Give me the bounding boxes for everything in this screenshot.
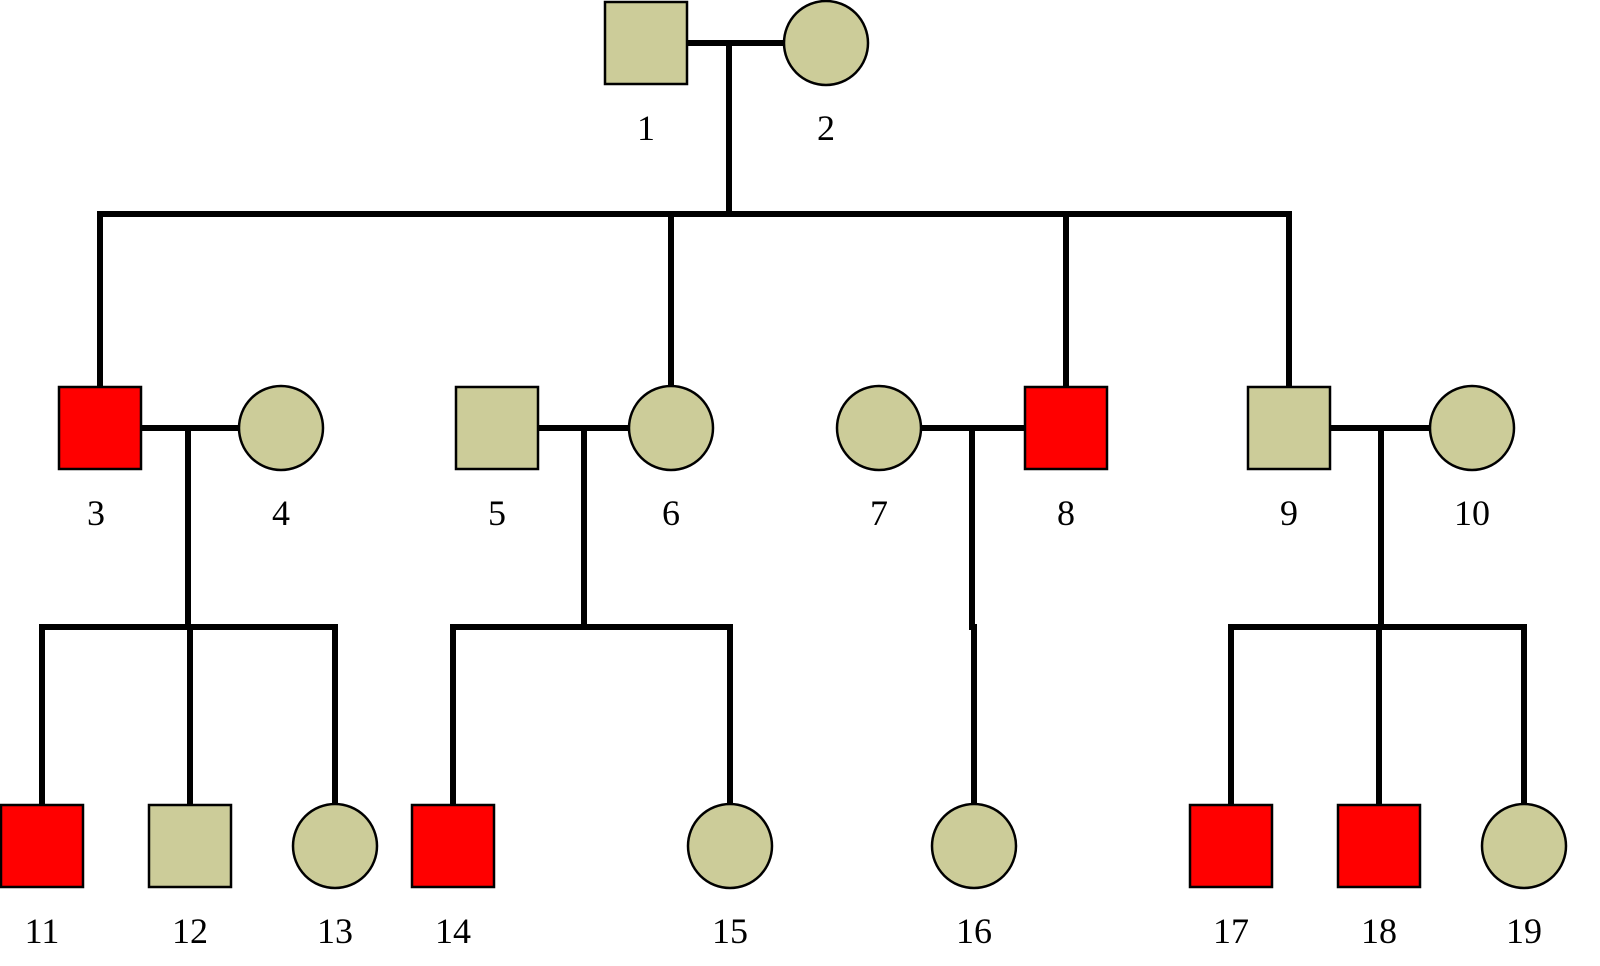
individual-3-male-affected (57, 385, 143, 471)
individual-label-5: 5 (488, 493, 506, 533)
individual-label-17: 17 (1213, 911, 1249, 951)
individual-4-female-unaffected (237, 384, 325, 472)
individual-label-2: 2 (817, 108, 835, 148)
individual-label-1: 1 (637, 108, 655, 148)
individual-label-11: 11 (25, 911, 60, 951)
individual-label-6: 6 (662, 493, 680, 533)
individual-10-female-unaffected (1428, 384, 1516, 472)
individual-label-9: 9 (1280, 493, 1298, 533)
individual-label-16: 16 (956, 911, 992, 951)
individual-label-3: 3 (87, 493, 105, 533)
individual-2-female-unaffected (782, 0, 870, 87)
individual-5-male-unaffected (454, 385, 540, 471)
individual-7-female-unaffected (835, 384, 923, 472)
individual-label-15: 15 (712, 911, 748, 951)
individual-label-14: 14 (435, 911, 471, 951)
individual-8-male-affected (1023, 385, 1109, 471)
individual-18-male-affected (1336, 803, 1422, 889)
individual-11-male-affected (0, 803, 85, 889)
individual-17-male-affected (1188, 803, 1274, 889)
individual-label-8: 8 (1057, 493, 1075, 533)
individual-label-18: 18 (1361, 911, 1397, 951)
individual-label-12: 12 (172, 911, 208, 951)
individual-13-female-unaffected (291, 802, 379, 890)
individual-label-19: 19 (1506, 911, 1542, 951)
individual-19-female-unaffected (1480, 802, 1568, 890)
individual-12-male-unaffected (147, 803, 233, 889)
individual-14-male-affected (410, 803, 496, 889)
individual-label-4: 4 (272, 493, 290, 533)
individual-15-female-unaffected (686, 802, 774, 890)
individual-6-female-unaffected (627, 384, 715, 472)
individual-label-13: 13 (317, 911, 353, 951)
individual-9-male-unaffected (1246, 385, 1332, 471)
individual-1-male-unaffected (603, 0, 689, 86)
individual-label-7: 7 (870, 493, 888, 533)
individual-label-10: 10 (1454, 493, 1490, 533)
individual-16-female-unaffected (930, 802, 1018, 890)
